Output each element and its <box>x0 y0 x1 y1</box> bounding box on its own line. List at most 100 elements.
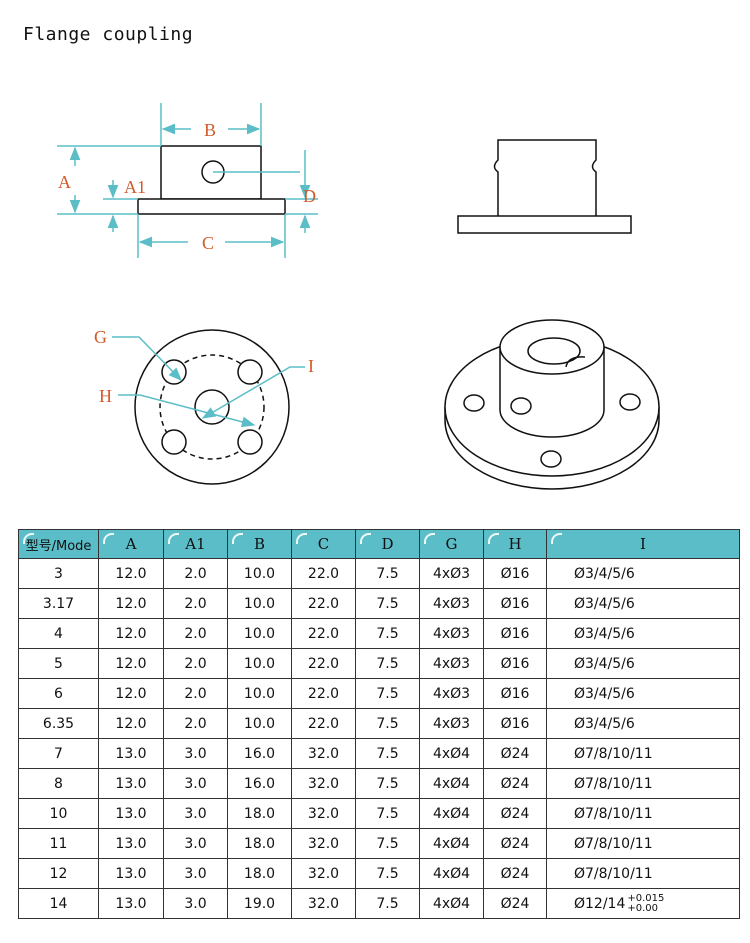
cell-h: Ø24 <box>483 768 547 799</box>
cell-d: 7.5 <box>355 858 420 889</box>
cell-h: Ø16 <box>483 708 547 739</box>
cell-i: Ø12/14+0.015+0.00 <box>546 888 740 919</box>
cell-g: 4xØ3 <box>419 678 484 709</box>
label-d: D <box>303 186 316 206</box>
cell-a1: 3.0 <box>163 888 228 919</box>
cell-b: 10.0 <box>227 678 292 709</box>
cell-g: 4xØ4 <box>419 888 484 919</box>
cell-d: 7.5 <box>355 738 420 769</box>
cell-a: 13.0 <box>98 828 164 859</box>
header-a: A <box>98 529 164 559</box>
cell-g: 4xØ3 <box>419 708 484 739</box>
cell-a: 12.0 <box>98 678 164 709</box>
header-b: B <box>227 529 292 559</box>
cell-b: 18.0 <box>227 858 292 889</box>
header-model: 型号/Mode <box>18 529 99 559</box>
cell-h: Ø24 <box>483 828 547 859</box>
cell-g: 4xØ4 <box>419 828 484 859</box>
cell-d: 7.5 <box>355 708 420 739</box>
cell-a1: 2.0 <box>163 648 228 679</box>
cell-h: Ø16 <box>483 648 547 679</box>
cell-a: 13.0 <box>98 888 164 919</box>
header-i: I <box>546 529 740 559</box>
tolerance: +0.015+0.00 <box>627 892 665 914</box>
cell-c: 22.0 <box>291 648 356 679</box>
cell-b: 10.0 <box>227 558 292 589</box>
cell-a: 12.0 <box>98 648 164 679</box>
cell-g: 4xØ3 <box>419 618 484 649</box>
cell-h: Ø16 <box>483 678 547 709</box>
label-g: G <box>94 327 107 347</box>
cell-d: 7.5 <box>355 798 420 829</box>
cell-model: 8 <box>18 768 99 799</box>
cell-d: 7.5 <box>355 888 420 919</box>
cell-i: Ø7/8/10/11 <box>546 768 740 799</box>
cell-a1: 2.0 <box>163 618 228 649</box>
technical-drawings: B A A1 C D G H I <box>57 103 660 490</box>
cell-i: Ø7/8/10/11 <box>546 858 740 889</box>
cell-a: 12.0 <box>98 708 164 739</box>
cell-model: 11 <box>18 828 99 859</box>
header-d: D <box>355 529 420 559</box>
cell-b: 16.0 <box>227 738 292 769</box>
table-header-row: 型号/Mode A A1 B C D G H I <box>18 529 740 559</box>
cell-i: Ø7/8/10/11 <box>546 828 740 859</box>
cell-model: 10 <box>18 798 99 829</box>
cell-a1: 2.0 <box>163 708 228 739</box>
cell-b: 10.0 <box>227 708 292 739</box>
cell-c: 32.0 <box>291 858 356 889</box>
cell-i: Ø3/4/5/6 <box>546 588 740 619</box>
cell-i: Ø3/4/5/6 <box>546 648 740 679</box>
cell-d: 7.5 <box>355 618 420 649</box>
cell-i: Ø7/8/10/11 <box>546 738 740 769</box>
cell-g: 4xØ4 <box>419 798 484 829</box>
cell-model: 4 <box>18 618 99 649</box>
side-profile-view <box>457 139 632 234</box>
cell-c: 22.0 <box>291 708 356 739</box>
cell-h: Ø24 <box>483 798 547 829</box>
header-g: G <box>419 529 484 559</box>
isometric-view <box>444 319 660 490</box>
cell-a1: 2.0 <box>163 558 228 589</box>
cell-b: 10.0 <box>227 588 292 619</box>
cell-d: 7.5 <box>355 768 420 799</box>
cell-g: 4xØ4 <box>419 858 484 889</box>
label-a1: A1 <box>124 177 146 197</box>
cell-a: 13.0 <box>98 768 164 799</box>
cell-h: Ø16 <box>483 588 547 619</box>
cell-a: 13.0 <box>98 858 164 889</box>
cell-c: 32.0 <box>291 828 356 859</box>
cell-a1: 3.0 <box>163 738 228 769</box>
cell-b: 16.0 <box>227 768 292 799</box>
cell-i: Ø7/8/10/11 <box>546 798 740 829</box>
top-view-dimensioned: G H I <box>94 327 314 485</box>
cell-b: 10.0 <box>227 618 292 649</box>
cell-i: Ø3/4/5/6 <box>546 708 740 739</box>
cell-a: 13.0 <box>98 738 164 769</box>
label-a: A <box>58 172 71 192</box>
header-a1: A1 <box>163 529 228 559</box>
cell-g: 4xØ4 <box>419 738 484 769</box>
cell-d: 7.5 <box>355 648 420 679</box>
cell-g: 4xØ4 <box>419 768 484 799</box>
cell-b: 18.0 <box>227 828 292 859</box>
cell-d: 7.5 <box>355 558 420 589</box>
cell-model: 12 <box>18 858 99 889</box>
cell-c: 32.0 <box>291 768 356 799</box>
header-c: C <box>291 529 356 559</box>
cell-model: 5 <box>18 648 99 679</box>
cell-i: Ø3/4/5/6 <box>546 678 740 709</box>
cell-a: 12.0 <box>98 558 164 589</box>
cell-c: 32.0 <box>291 798 356 829</box>
cell-model: 3 <box>18 558 99 589</box>
page-title: Flange coupling <box>23 24 194 45</box>
cell-a1: 3.0 <box>163 798 228 829</box>
cell-model: 7 <box>18 738 99 769</box>
cell-c: 32.0 <box>291 888 356 919</box>
